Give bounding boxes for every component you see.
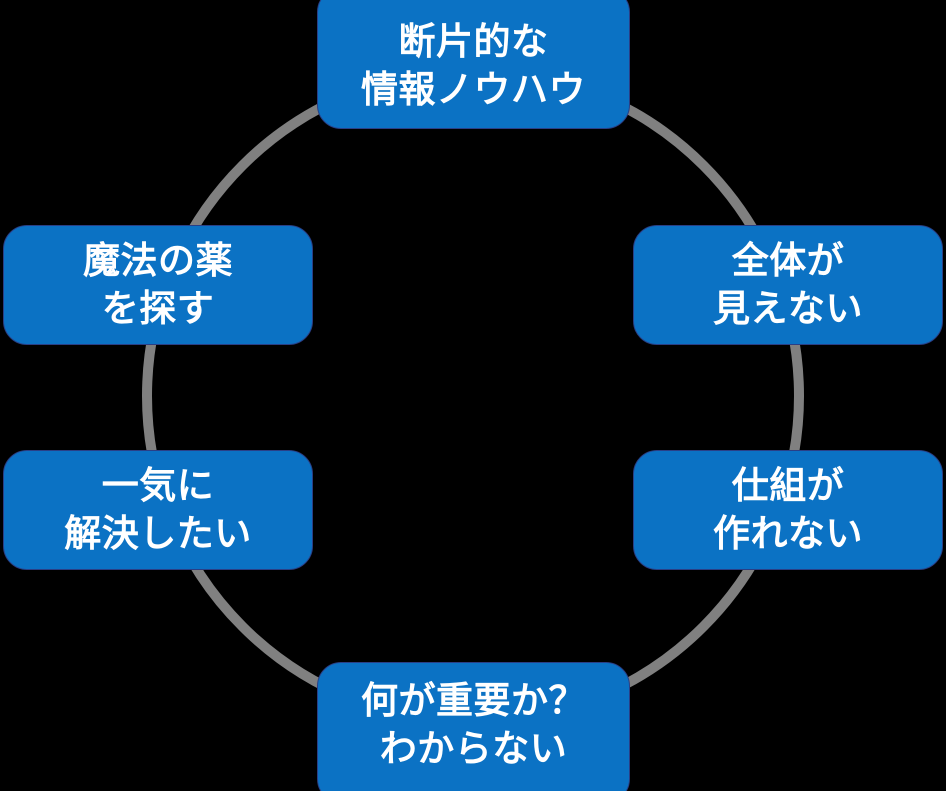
node-seek-magic-pill-line1: 魔法の薬 <box>83 238 233 282</box>
node-want-instant-solution-line2: 解決したい <box>64 512 252 555</box>
node-fragmented-info-line2: 情報ノウハウ <box>361 67 586 111</box>
node-seek-magic-pill-line2: を探す <box>101 287 215 330</box>
node-want-instant-solution-line1: 一気に <box>101 463 215 507</box>
node-cannot-build-system-line2: 作れない <box>713 512 863 555</box>
node-cannot-build-system-line1: 仕組が <box>731 463 845 507</box>
node-what-is-important-line1: 何が重要か？ <box>361 679 586 722</box>
node-fragmented-info-line1: 断片的な <box>398 19 549 63</box>
node-what-is-important-line2: わからない <box>379 727 568 771</box>
node-cannot-see-whole-line2: 見えない <box>713 287 863 330</box>
node-want-instant-solution[interactable]: 一気に 解決したい <box>3 450 313 570</box>
node-cannot-see-whole[interactable]: 全体が 見えない <box>633 225 943 345</box>
node-what-is-important[interactable]: 何が重要か？ わからない <box>317 662 630 791</box>
node-fragmented-info[interactable]: 断片的な 情報ノウハウ <box>317 0 630 129</box>
node-cannot-build-system[interactable]: 仕組が 作れない <box>633 450 943 570</box>
node-cannot-see-whole-line1: 全体が <box>731 238 845 282</box>
node-seek-magic-pill[interactable]: 魔法の薬 を探す <box>3 225 313 345</box>
cycle-ring-circle <box>142 65 804 727</box>
